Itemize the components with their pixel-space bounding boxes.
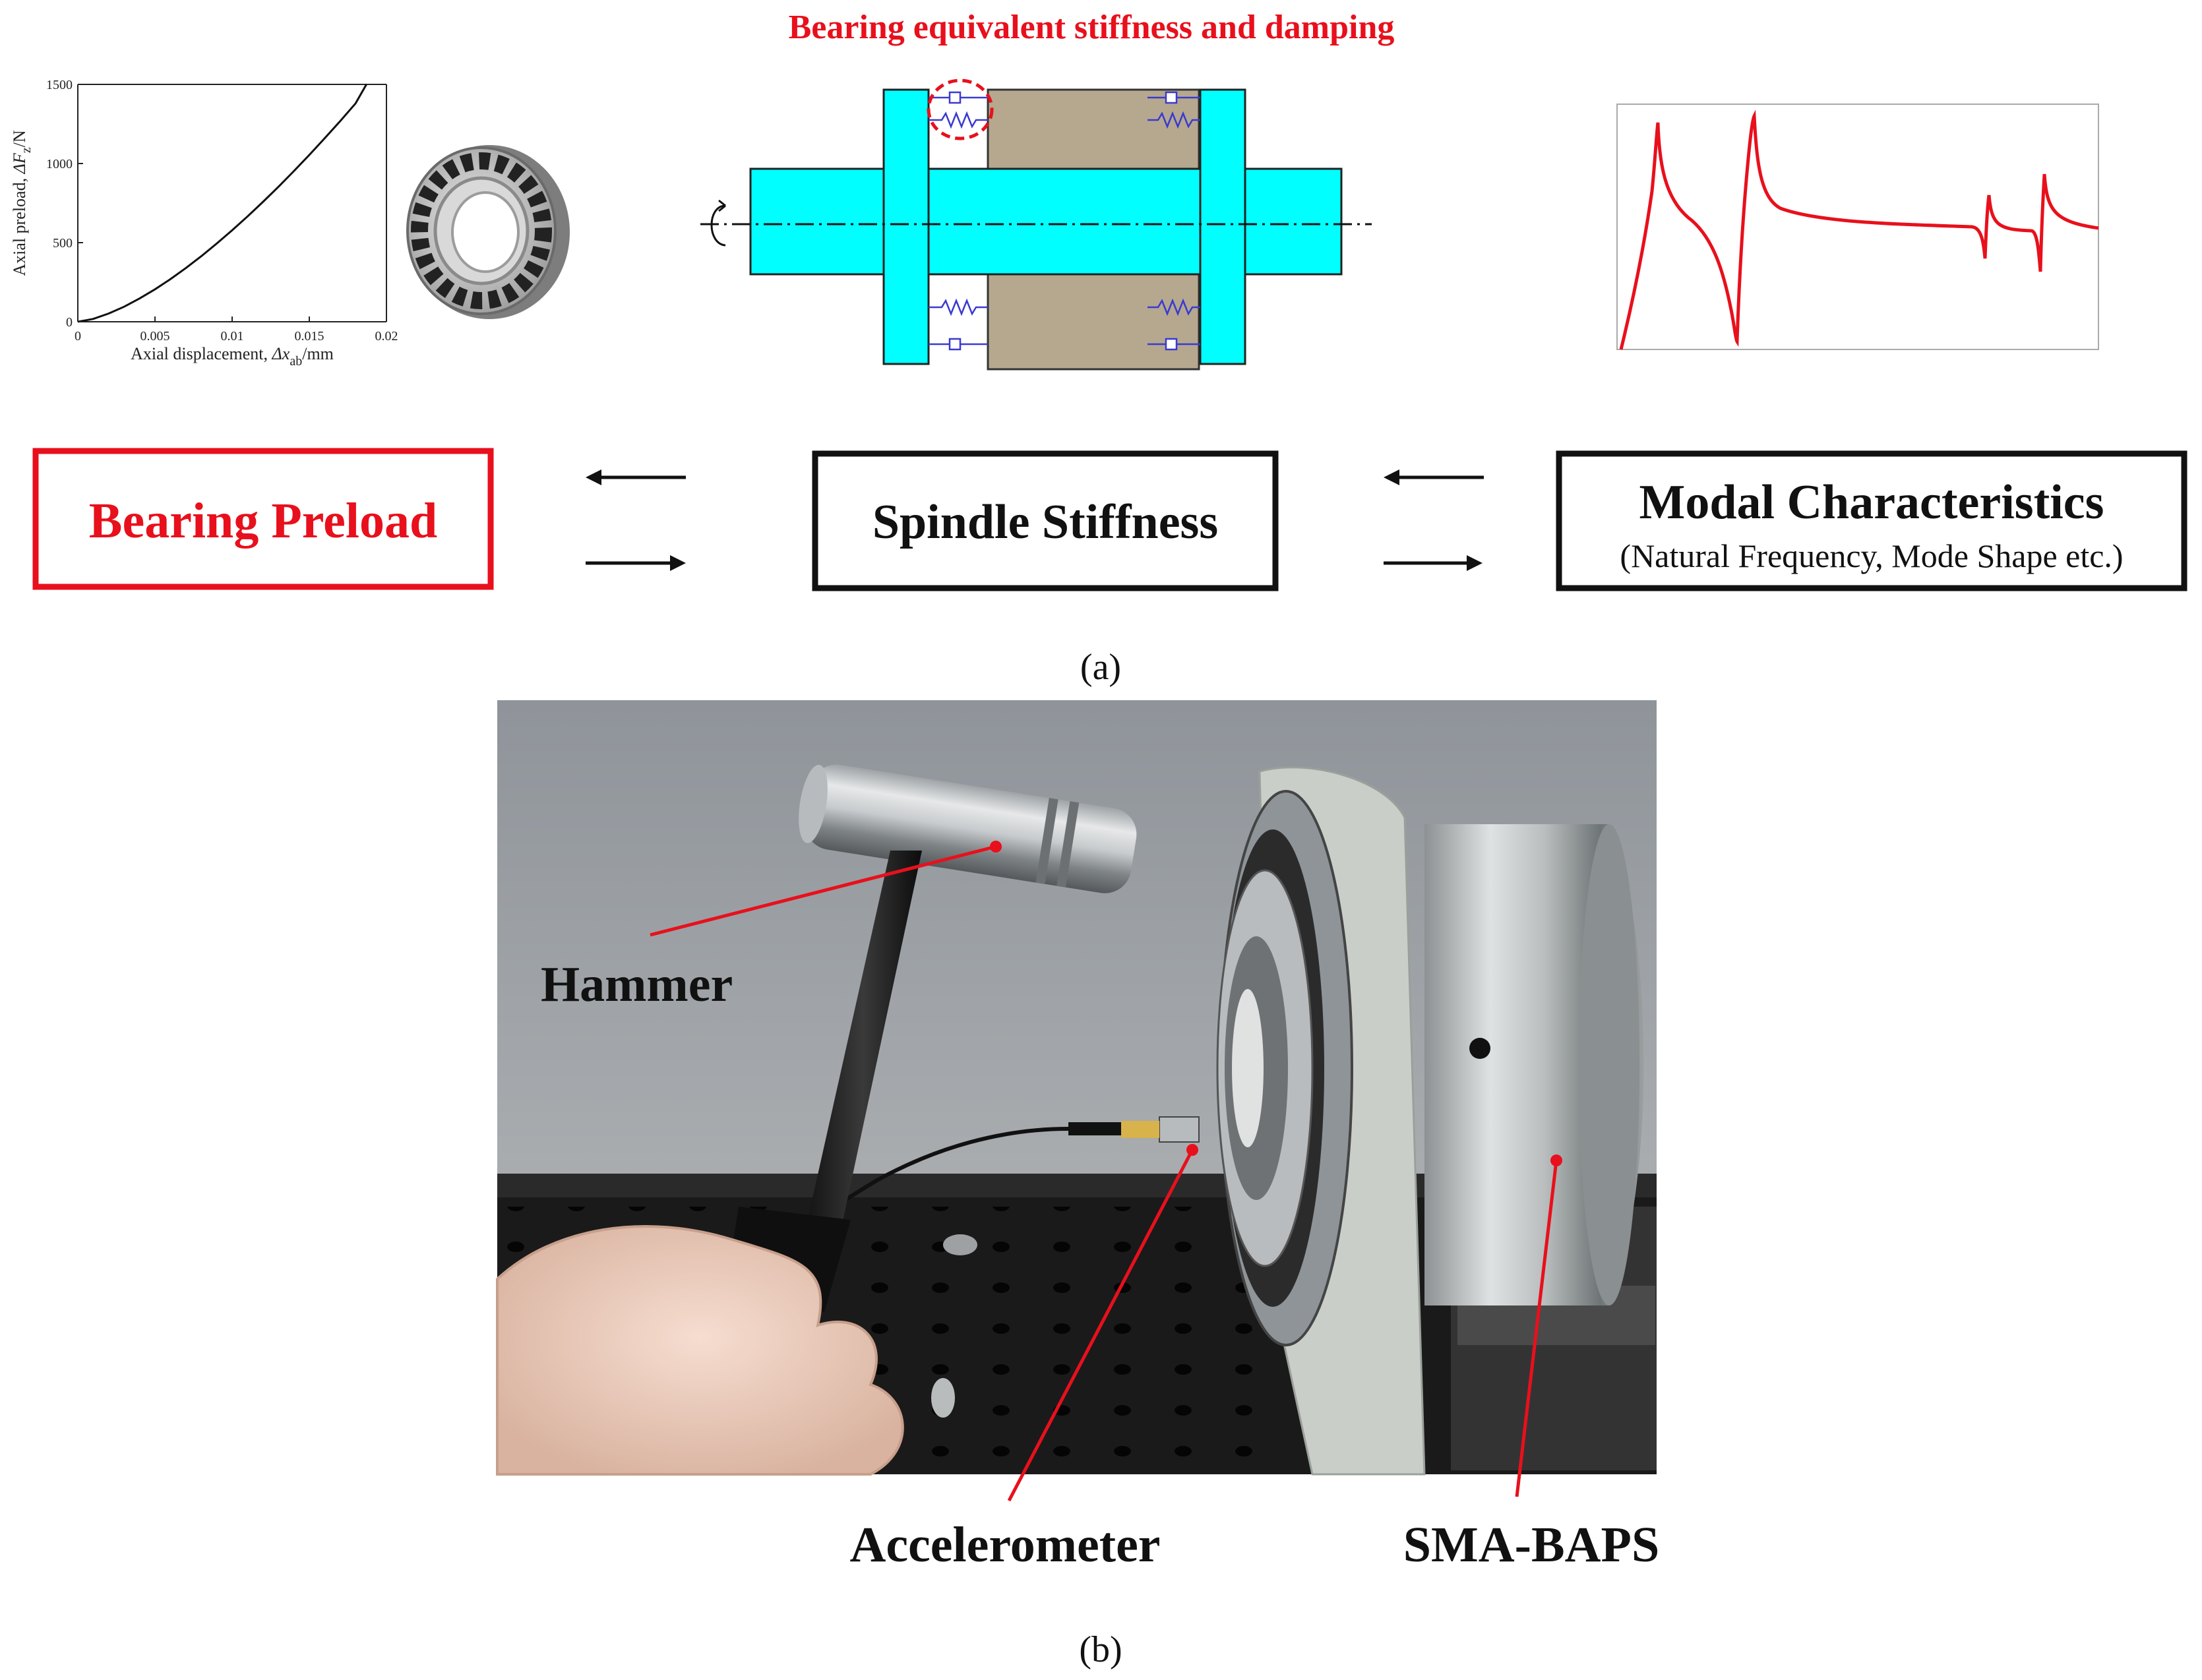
x-axis-label: Axial displacement, Δxab/mm: [131, 344, 334, 369]
x-tick-label: 0.01: [221, 329, 244, 344]
annotation-lines: [650, 841, 1562, 1502]
frf-curve: [1619, 109, 2099, 350]
arrows-left-pair: [586, 469, 686, 571]
experimental-setup-photo: [496, 700, 1657, 1476]
preload-chart: 0 0.005 0.01 0.015 0.02 0 500 1000 1500 Axial d…: [10, 78, 398, 369]
spring-damper-bottom-left: [929, 298, 988, 351]
caption-a: (a): [1080, 647, 1121, 688]
spindle-stiffness-label: Spindle Stiffness: [872, 495, 1218, 549]
modal-characteristics-box: Modal Characteristics (Natural Frequency…: [1556, 450, 2187, 591]
modal-characteristics-title: Modal Characteristics: [1639, 475, 2104, 529]
y-tick-label: 1000: [46, 157, 73, 171]
x-tick-label: 0.02: [375, 329, 398, 344]
y-axis-label: Axial preload, ΔFz/N: [10, 130, 34, 276]
x-tick-labels: 0 0.005 0.01 0.015 0.02: [75, 316, 398, 344]
y-tick-labels: 0 500 1000 1500: [46, 78, 83, 330]
x-tick-label: 0: [75, 329, 81, 344]
highlight-circle: [927, 78, 994, 140]
preload-curve: [77, 84, 367, 323]
modal-characteristics-subtitle: (Natural Frequency, Mode Shape etc.): [1620, 537, 2123, 574]
sma-baps-label: SMA-BAPS: [1403, 1517, 1659, 1573]
spring-damper-top-right: [1147, 91, 1200, 129]
spring-damper-bottom-right: [1147, 298, 1200, 351]
spindle-stiffness-box: Spindle Stiffness: [812, 450, 1279, 591]
y-tick-label: 1500: [46, 78, 73, 92]
y-tick-label: 500: [53, 236, 73, 251]
y-tick-label: 0: [66, 315, 73, 330]
arrows-right-pair: [1384, 469, 1484, 571]
panel-a-top-title: Bearing equivalent stiffness and damping: [789, 9, 1395, 46]
bearing-image: [406, 145, 570, 319]
spring-damper-top-left: [929, 91, 988, 129]
hammer-label: Hammer: [541, 957, 733, 1012]
accelerometer-label: Accelerometer: [849, 1517, 1160, 1573]
bearing-preload-label: Bearing Preload: [89, 493, 437, 549]
caption-b: (b): [1079, 1629, 1122, 1670]
bearing-preload-box: Bearing Preload: [32, 448, 494, 590]
frf-plot: [1616, 104, 2099, 350]
spindle-schematic: [700, 78, 1372, 371]
x-tick-label: 0.005: [140, 329, 170, 344]
x-tick-label: 0.015: [295, 329, 324, 344]
